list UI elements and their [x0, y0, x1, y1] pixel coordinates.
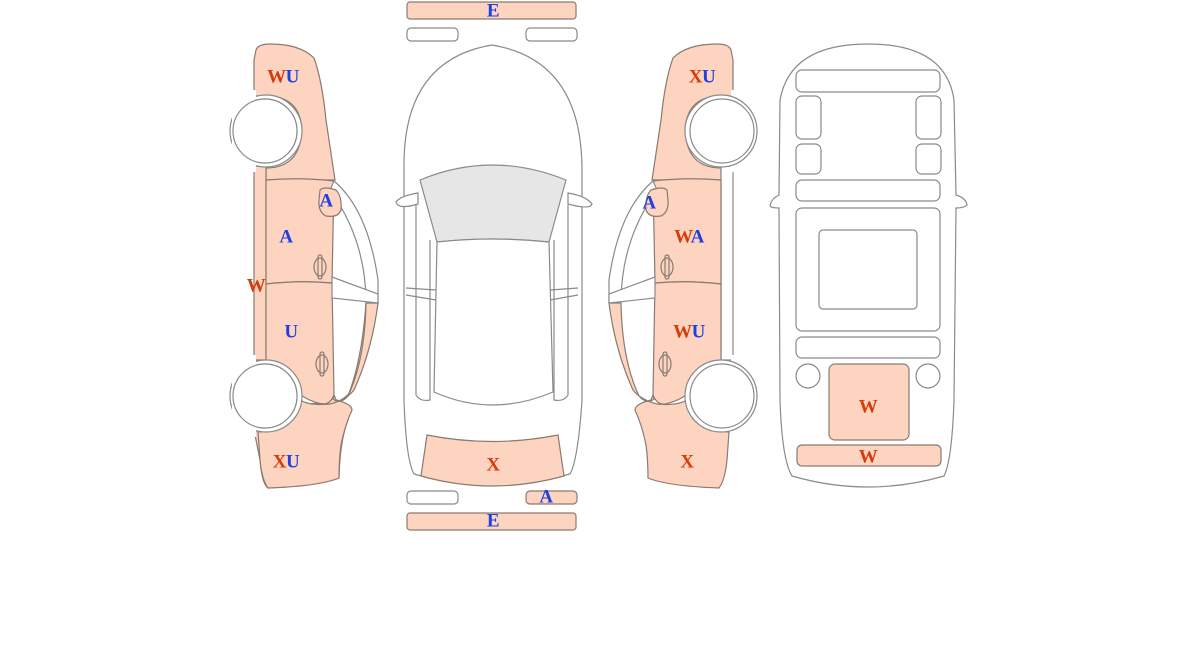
code-e: E — [486, 510, 500, 532]
code-x: X — [486, 454, 500, 476]
left-door-frame — [329, 180, 379, 304]
right-side-view — [608, 43, 758, 489]
left-door-bar — [331, 276, 379, 304]
right-door-frame — [608, 180, 658, 304]
code-a: A — [279, 226, 293, 248]
right-rear-wheel — [689, 363, 755, 429]
rear-panel-damage-code: W — [859, 448, 878, 467]
code-w: W — [673, 321, 692, 343]
right-fender-damage-code: XU — [688, 66, 716, 88]
right-rear-door-damage-code: WU — [673, 323, 705, 342]
right-front-door-damage-code: WA — [674, 228, 704, 247]
floor-center[interactable] — [818, 229, 918, 310]
trunk-damage-code: X — [486, 454, 500, 476]
code-u: U — [702, 66, 716, 88]
left-mirror-damage-code: A — [319, 190, 333, 212]
left-sill[interactable] — [253, 165, 267, 361]
code-x: X — [688, 66, 703, 88]
code-x: X — [272, 451, 287, 473]
right-sill — [720, 165, 734, 361]
rear-right-mount[interactable] — [915, 363, 941, 389]
front-right-lamp[interactable] — [525, 27, 578, 42]
trunk-lid[interactable] — [420, 434, 565, 487]
left-mirror[interactable] — [318, 187, 342, 217]
code-a: A — [319, 190, 333, 212]
rear-left-mount[interactable] — [795, 363, 821, 389]
left-front-handle-icon — [313, 254, 327, 280]
code-u: U — [691, 321, 706, 343]
top-right-mirror[interactable] — [567, 192, 593, 208]
code-a: A — [690, 226, 705, 248]
right-mount-2[interactable] — [915, 143, 942, 175]
top-right-pillar — [553, 205, 569, 402]
front-bumper-damage-code: E — [486, 0, 500, 22]
front-left-lamp[interactable] — [406, 27, 459, 42]
left-sill-damage-code: W — [247, 277, 266, 296]
code-u: U — [285, 66, 300, 88]
code-x: X — [680, 451, 694, 473]
left-mount-2[interactable] — [795, 143, 822, 175]
rear-left-lamp[interactable] — [406, 490, 459, 505]
code-w: W — [267, 66, 286, 88]
windshield[interactable] — [419, 164, 567, 243]
top-left-pillar — [415, 205, 431, 402]
rear-panel[interactable] — [796, 444, 942, 467]
rear-bumper-damage-code: E — [486, 510, 500, 532]
left-rear-handle-icon — [315, 351, 329, 377]
code-a: A — [642, 192, 656, 214]
top-left-mirror[interactable] — [395, 192, 419, 208]
front-right-mount[interactable] — [915, 95, 942, 140]
left-rear-quarter-main[interactable] — [257, 302, 379, 489]
code-w: W — [246, 275, 266, 297]
top-view — [395, 1, 593, 531]
right-rear-handle-icon — [658, 351, 672, 377]
right-mirror[interactable] — [645, 187, 669, 217]
left-front-door-damage-code: A — [279, 226, 293, 248]
rear-lamp-damage-code: A — [539, 486, 553, 508]
code-w: W — [858, 396, 878, 418]
left-rear-door-damage-code: U — [284, 321, 298, 343]
left-quarter-damage-code: XU — [272, 451, 300, 473]
left-side-view — [229, 43, 379, 489]
right-mirror-damage-code: A — [642, 192, 656, 214]
code-e: E — [486, 0, 500, 22]
rear-floor-damage-code: W — [859, 398, 878, 417]
right-front-handle-icon — [660, 254, 674, 280]
front-crossmember[interactable] — [795, 69, 941, 93]
code-u: U — [284, 321, 298, 343]
roof[interactable] — [433, 238, 554, 406]
rear-floor-panel[interactable] — [828, 363, 910, 441]
left-fender-damage-code: WU — [267, 68, 299, 87]
code-a: A — [539, 486, 553, 508]
rear-right-lamp[interactable] — [525, 490, 578, 505]
middle-crossmember[interactable] — [795, 179, 941, 202]
right-rear-quarter[interactable] — [608, 302, 730, 489]
code-w: W — [858, 446, 878, 468]
underbody-view — [769, 43, 968, 488]
code-w: W — [674, 226, 691, 248]
right-quarter-damage-code: X — [680, 451, 694, 473]
rear-bumper[interactable] — [406, 512, 577, 531]
rear-crossmember[interactable] — [795, 336, 941, 359]
right-front-wheel — [689, 98, 755, 164]
code-u: U — [286, 451, 300, 473]
front-left-mount[interactable] — [795, 95, 822, 140]
front-bumper[interactable] — [406, 1, 577, 20]
